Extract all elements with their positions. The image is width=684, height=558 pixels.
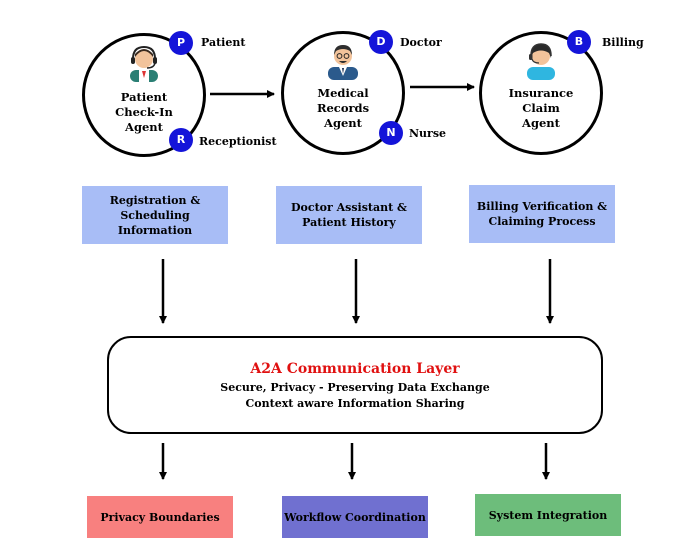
layer-line-data-exchange: Secure, Privacy - Preserving Data Exchan… [220,381,490,394]
privacy-boundaries-box: Privacy Boundaries [87,496,233,538]
receptionist-role-label: Receptionist [199,135,277,148]
billing-agent-icon [527,43,555,80]
doctor-badge: D [369,30,393,54]
a2a-communication-layer: A2A Communication Layer Secure, Privacy … [107,336,603,434]
layer-title: A2A Communication Layer [250,361,460,377]
receptionist-icon [130,45,158,82]
nurse-badge: N [379,121,403,145]
medical-records-agent-label: Medical Records Agent [316,86,370,130]
registration-scheduling-box: Registration & Scheduling Information [82,186,228,244]
patient-checkin-agent-label: Patient Check-In Agent [115,90,173,134]
doctor-assistant-history-box: Doctor Assistant & Patient History [276,186,422,244]
nurse-role-label: Nurse [409,127,447,140]
workflow-coordination-box: Workflow Coordination [282,496,428,538]
layer-line-context-sharing: Context aware Information Sharing [245,397,465,410]
billing-role-label: Billing [602,36,644,49]
doctor-icon [328,45,358,80]
receptionist-badge: R [169,128,193,152]
patient-role-label: Patient [201,36,246,49]
billing-verification-box: Billing Verification & Claiming Process [469,185,615,243]
insurance-claim-agent-label: Insurance Claim Agent [508,86,574,130]
system-integration-box: System Integration [475,494,621,536]
billing-badge: B [567,30,591,54]
patient-badge: P [169,31,193,55]
doctor-role-label: Doctor [400,36,442,49]
